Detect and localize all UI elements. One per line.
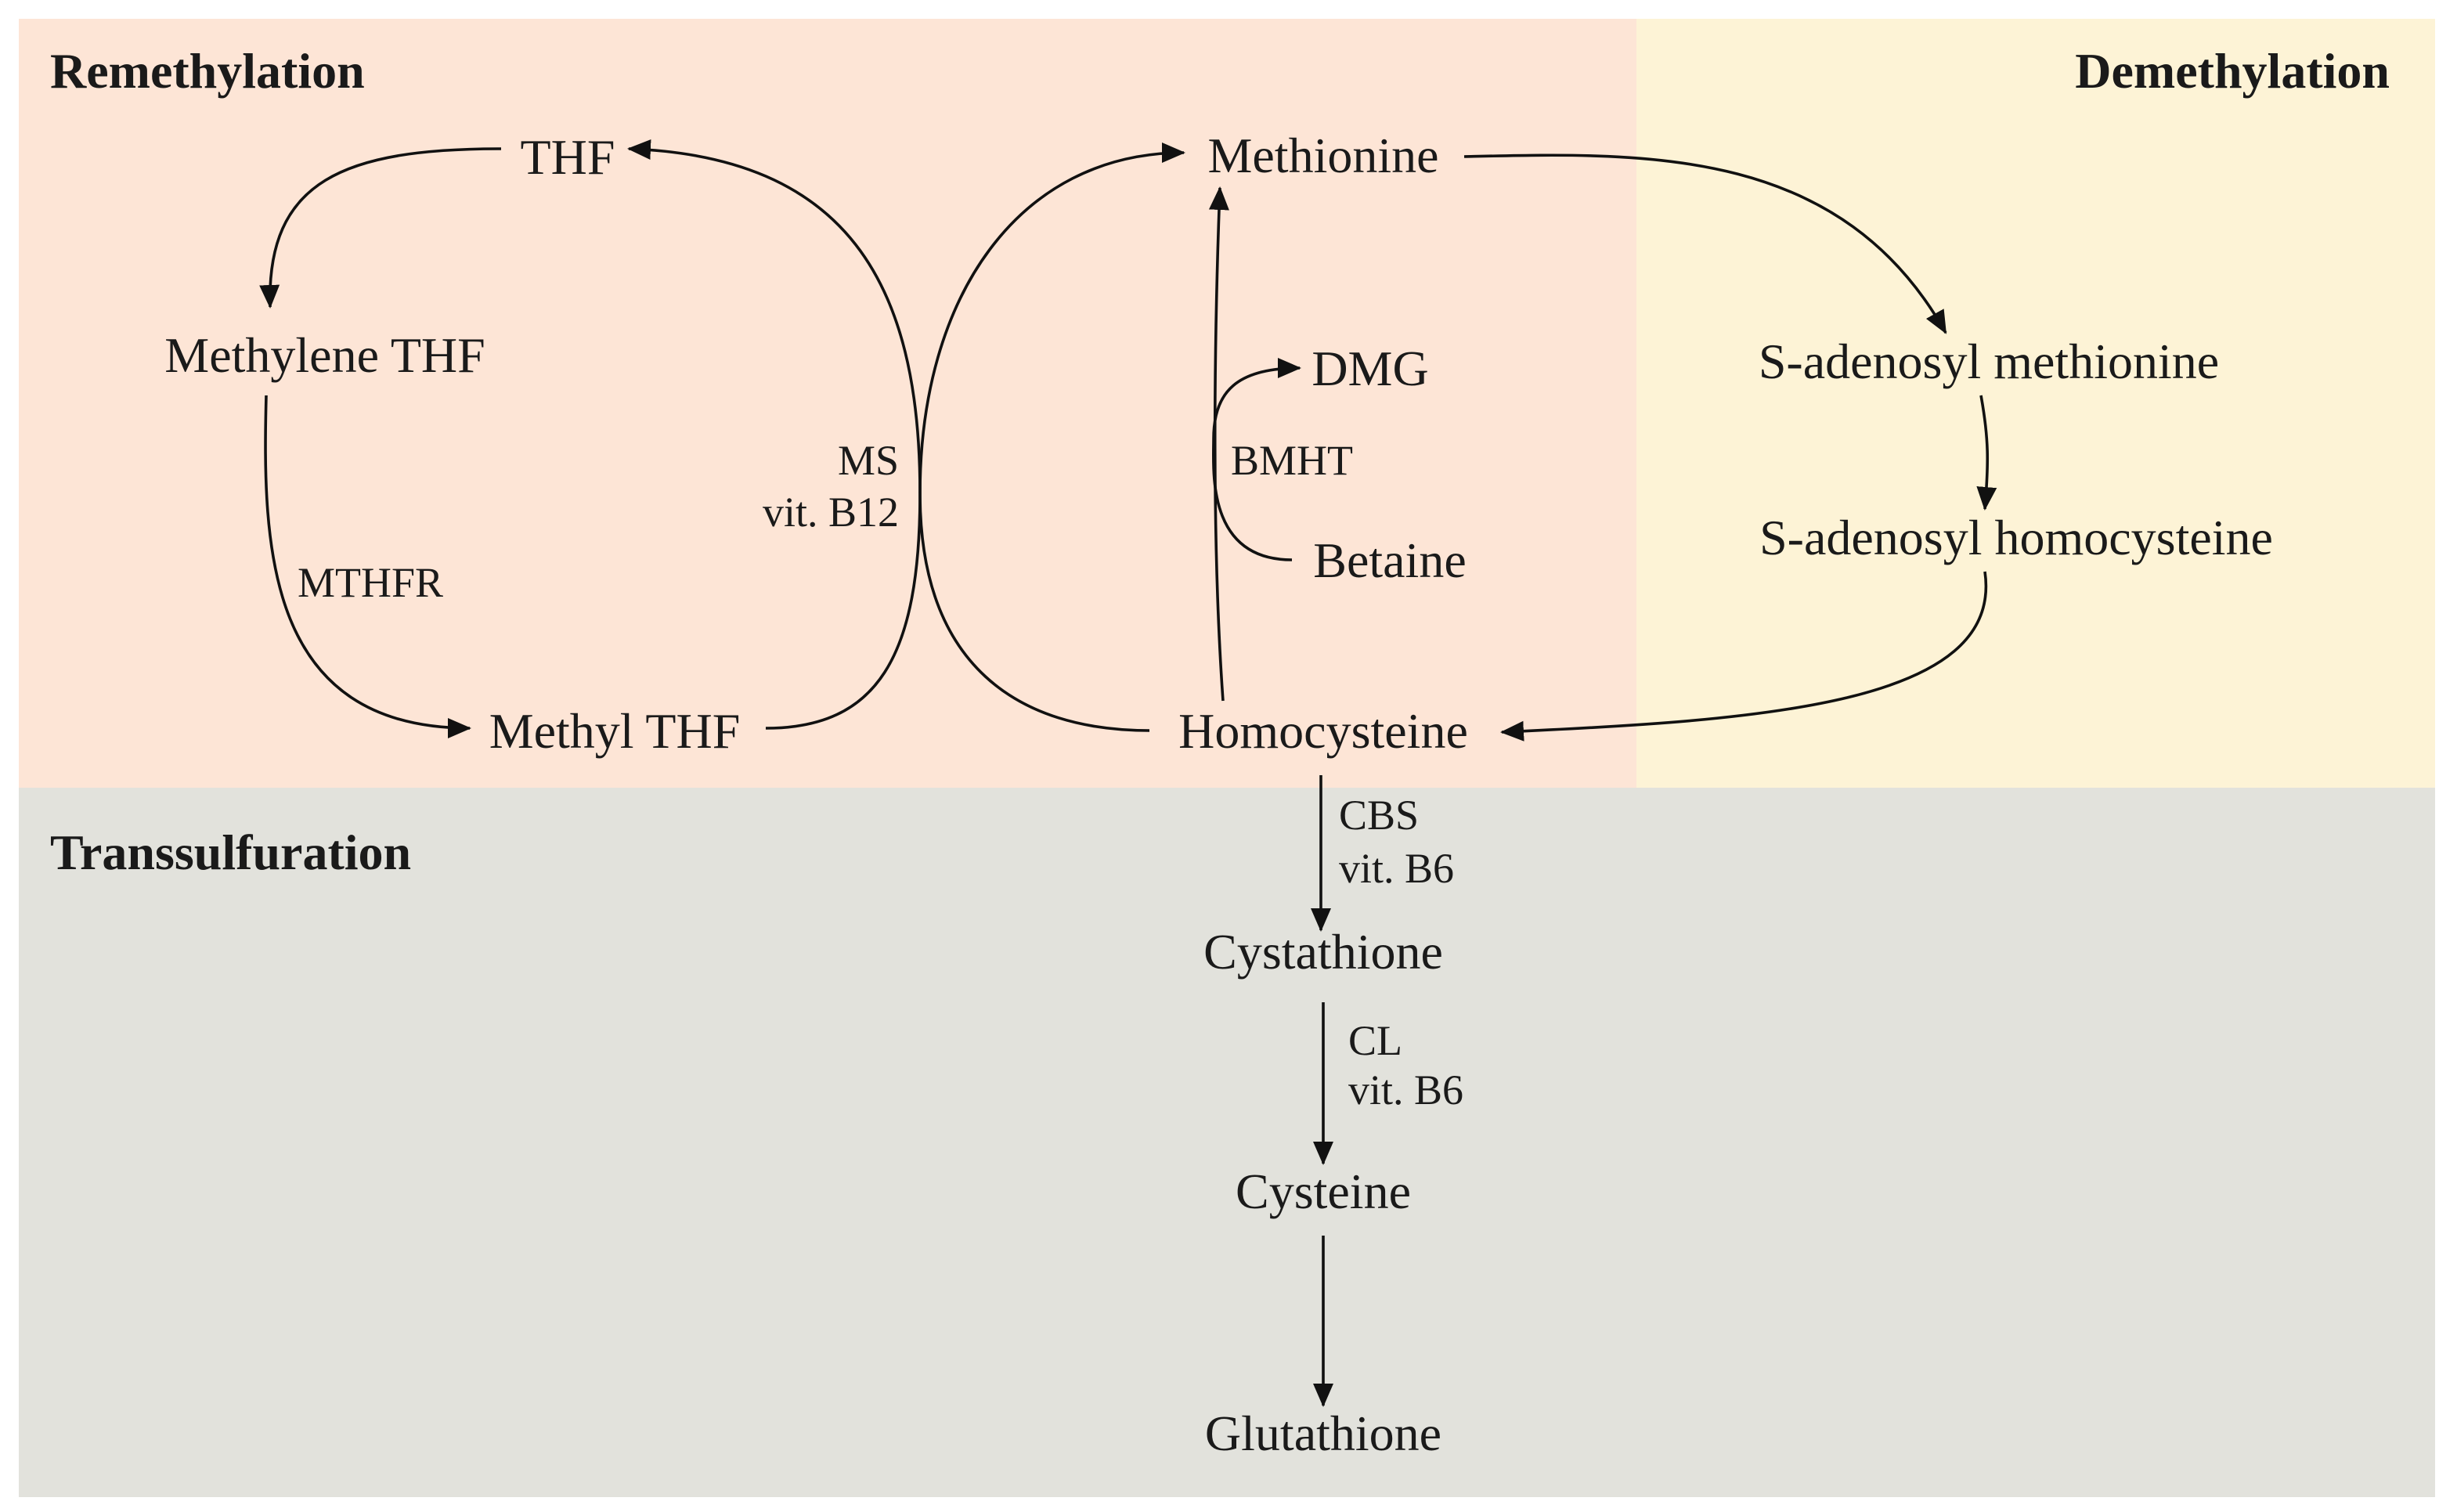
node-betaine: Betaine bbox=[1313, 532, 1466, 588]
node-methyl-thf: Methyl THF bbox=[489, 703, 741, 759]
arrow-methylene-thf-to-methyl-thf bbox=[264, 395, 471, 738]
arrow-methyl-thf-to-thf bbox=[627, 139, 922, 730]
cofactor-cbs-vit-b6: vit. B6 bbox=[1339, 845, 1454, 892]
arrow-sam-to-sah bbox=[1976, 395, 1997, 511]
arrow-betaine-to-dmg bbox=[1211, 358, 1301, 561]
demethylation-heading: Demethylation bbox=[2075, 43, 2390, 99]
node-dmg: DMG bbox=[1312, 341, 1428, 396]
arrow-methionine-to-sam bbox=[1463, 153, 1947, 334]
node-homocysteine: Homocysteine bbox=[1178, 703, 1468, 759]
node-methylene-thf: Methylene THF bbox=[164, 327, 485, 383]
arrow-homocysteine-to-methionine-bmht bbox=[1208, 186, 1229, 702]
enzyme-cbs: CBS bbox=[1339, 792, 1419, 839]
node-methionine: Methionine bbox=[1207, 128, 1438, 183]
arrow-homocysteine-to-methionine-ms bbox=[918, 143, 1185, 732]
arrow-sah-to-homocysteine bbox=[1500, 571, 1988, 742]
transsulfuration-region bbox=[19, 788, 2435, 1497]
demethylation-region bbox=[1636, 19, 2435, 788]
node-thf: THF bbox=[521, 129, 615, 185]
enzyme-bmht: BMHT bbox=[1231, 437, 1353, 484]
remethylation-region bbox=[19, 19, 1636, 788]
remethylation-heading: Remethylation bbox=[50, 43, 365, 99]
cofactor-cl-vit-b6: vit. B6 bbox=[1348, 1066, 1463, 1113]
node-cystathione: Cystathione bbox=[1203, 924, 1443, 980]
node-cysteine: Cysteine bbox=[1236, 1164, 1411, 1219]
enzyme-ms: MS bbox=[838, 437, 899, 484]
transsulfuration-heading: Transsulfuration bbox=[50, 825, 411, 880]
enzyme-mthfr: MTHFR bbox=[298, 559, 443, 606]
node-s-adenosyl-methionine: S-adenosyl methionine bbox=[1759, 334, 2219, 389]
enzyme-cl: CL bbox=[1348, 1017, 1402, 1064]
node-glutathione: Glutathione bbox=[1205, 1406, 1441, 1461]
arrow-thf-to-methylene-thf bbox=[259, 147, 502, 309]
node-s-adenosyl-homocysteine: S-adenosyl homocysteine bbox=[1759, 510, 2273, 565]
cofactor-vit-b12: vit. B12 bbox=[763, 489, 899, 536]
